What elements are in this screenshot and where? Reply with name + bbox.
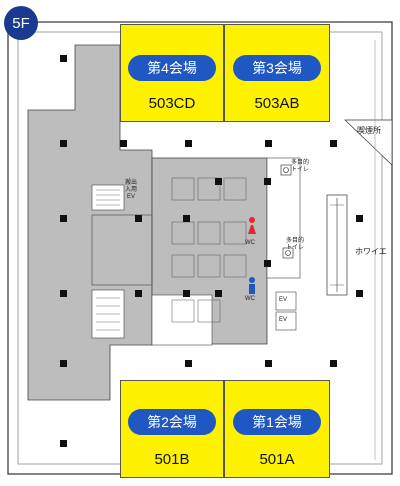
freight-ev-label: 搬出 入用 EV [125, 180, 138, 200]
elevator-shaft-block [91, 214, 153, 286]
smoking-room-label: 喫煙所 [357, 126, 381, 135]
floor-badge: 5F [4, 6, 38, 40]
accessible-restroom-icon-1 [280, 164, 292, 176]
elevator-1 [275, 291, 297, 311]
core-grid [171, 177, 247, 323]
elevator-2 [275, 311, 297, 331]
men-restroom-icon [249, 277, 255, 294]
foyer-label: ホワイエ [355, 247, 387, 256]
women-restroom-icon [248, 217, 256, 234]
wc-women-label: WC [245, 240, 255, 246]
hall-1[interactable]: 第1会場 501A [224, 380, 330, 478]
hall-4-label: 第4会場 [128, 55, 216, 81]
ev-1-label: EV [279, 297, 288, 303]
smoking-room [344, 119, 393, 166]
restroom-block [266, 157, 301, 279]
hall-2[interactable]: 第2会場 501B [120, 380, 224, 478]
stair-upper [91, 184, 125, 211]
hall-1-room-code: 501A [259, 451, 295, 468]
escalator-icon [326, 194, 348, 296]
structural-columns [60, 55, 363, 447]
hall-2-label: 第2会場 [128, 409, 216, 435]
hall-4[interactable]: 第4会場 503CD [120, 24, 224, 122]
accessible-wc-1-label: 多目的 トイレ [291, 160, 310, 173]
hall-3-label: 第3会場 [233, 55, 321, 81]
accessible-restroom-icon-2 [282, 247, 294, 259]
accessible-wc-2-label: 多目的 トイレ [286, 238, 305, 251]
hall-3-room-code: 503AB [254, 95, 300, 112]
hall-3[interactable]: 第3会場 503AB [224, 24, 330, 122]
core-white-room [151, 294, 213, 346]
wc-men-label: WC [245, 296, 255, 302]
hall-1-label: 第1会場 [233, 409, 321, 435]
stair-lower [91, 289, 125, 339]
hall-2-room-code: 501B [154, 451, 190, 468]
hall-4-room-code: 503CD [148, 95, 196, 112]
ev-2-label: EV [279, 317, 288, 323]
